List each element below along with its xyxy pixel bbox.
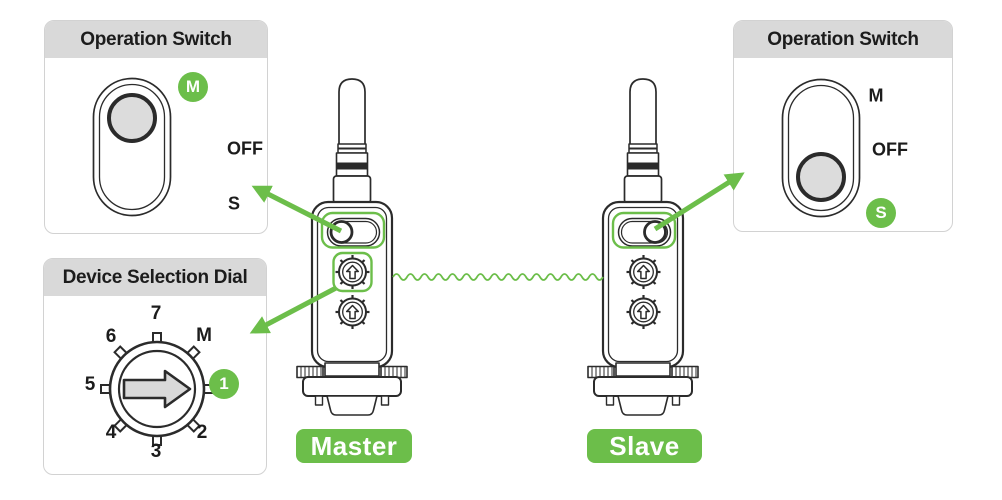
slave-switch-highlight xyxy=(611,211,677,249)
panel-operation-switch-master: Operation Switch M OFF S xyxy=(44,20,268,234)
off-label: OFF xyxy=(872,139,908,160)
slave-device-label: Slave xyxy=(587,429,702,463)
rotary-dial xyxy=(100,332,214,446)
dial-label-6: 6 xyxy=(105,326,117,347)
selected-mode-badge: M xyxy=(178,72,208,102)
dial-label-4: 4 xyxy=(105,422,117,443)
panel-title: Device Selection Dial xyxy=(44,259,266,296)
dial-label-2: 2 xyxy=(196,422,208,443)
panel-title: Operation Switch xyxy=(45,21,267,58)
arrow-switch-to-panel-slave xyxy=(653,172,745,232)
dial-label-3: 3 xyxy=(150,441,162,462)
selected-dial-position-badge: 1 xyxy=(209,369,239,399)
master-device xyxy=(297,79,407,415)
slave-switch-knob-right xyxy=(643,220,667,244)
switch-knob-down xyxy=(796,152,846,202)
panel-title: Operation Switch xyxy=(734,21,952,58)
arrow-dial-to-panel xyxy=(249,285,338,334)
toggle-switch-s-position xyxy=(781,78,861,218)
panel-operation-switch-slave: Operation Switch M OFF S xyxy=(733,20,953,232)
toggle-switch-m-position xyxy=(92,77,172,217)
dial-label-m: M xyxy=(196,325,212,346)
dial-pointer-arrow-icon xyxy=(122,369,192,409)
off-label: OFF xyxy=(227,138,263,159)
master-switch-knob-left xyxy=(329,220,354,244)
master-device-label: Master xyxy=(296,429,412,463)
s-label: S xyxy=(227,193,241,214)
dial-label-7: 7 xyxy=(150,303,162,324)
m-label: M xyxy=(868,85,884,106)
selected-mode-badge: S xyxy=(866,198,896,228)
wireless-link-wave xyxy=(392,273,604,281)
master-switch-highlight xyxy=(320,211,386,249)
slave-device xyxy=(588,79,698,415)
master-dial-highlight xyxy=(332,251,373,293)
switch-knob-up xyxy=(107,93,157,143)
panel-device-selection-dial: Device Selection Dial 7 M 6 5 4 3 2 1 xyxy=(43,258,267,475)
arrow-switch-to-panel-master xyxy=(251,185,343,234)
dial-label-5: 5 xyxy=(84,374,96,395)
